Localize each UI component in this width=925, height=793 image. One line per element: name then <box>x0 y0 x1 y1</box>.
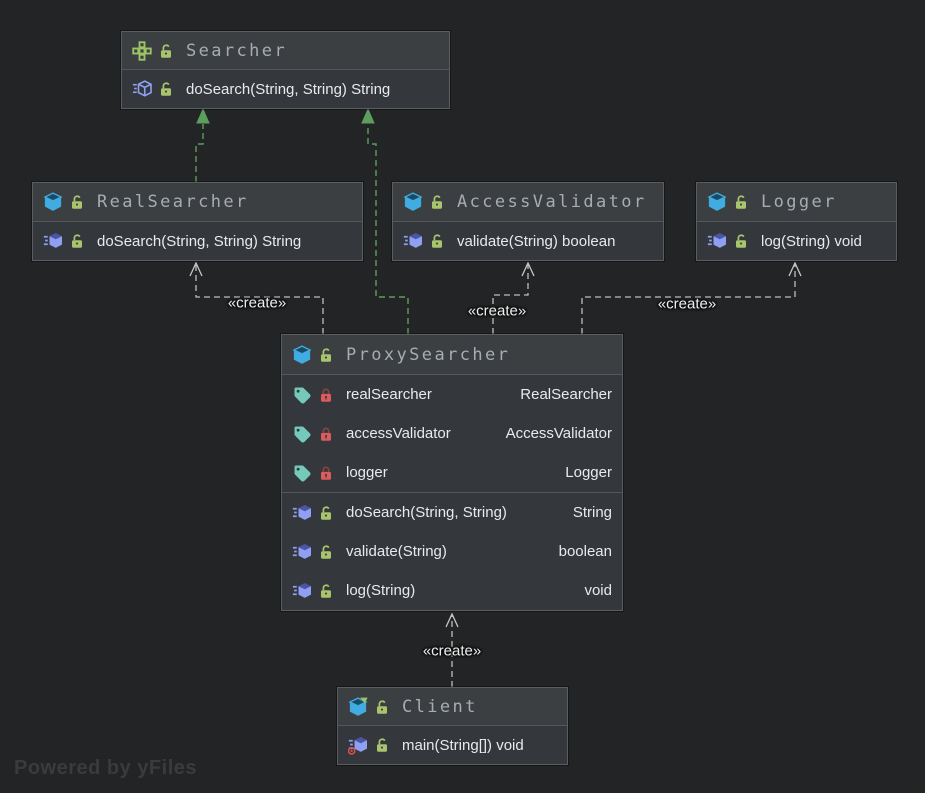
public-lock-icon <box>321 544 331 559</box>
field-type: Logger <box>565 464 612 481</box>
public-lock-icon <box>377 699 387 714</box>
edge-realization-realsearcher-to-searcher[interactable] <box>195 108 210 182</box>
method-row[interactable]: log(String) void <box>282 571 622 610</box>
public-lock-icon <box>321 583 331 598</box>
member-text: log(String) void <box>761 232 862 250</box>
class-icon <box>403 192 423 211</box>
field-icon <box>294 387 311 404</box>
yfiles-watermark: Powered by yFiles <box>14 757 198 779</box>
member-text: main(String[]) void <box>402 736 524 754</box>
member-row[interactable]: log(String) void <box>697 222 896 260</box>
public-lock-icon <box>161 43 171 58</box>
public-lock-icon <box>432 234 442 248</box>
node-access-validator-header[interactable]: AccessValidator <box>393 183 663 222</box>
runnable-class-icon <box>348 696 368 716</box>
method-icon <box>292 582 311 598</box>
edge-create-proxysearcher-to-realsearcher[interactable] <box>189 261 324 334</box>
node-proxy-searcher[interactable]: ProxySearcher realSearcher RealSearcher <box>281 334 623 611</box>
node-proxy-searcher-header[interactable]: ProxySearcher <box>282 335 622 375</box>
node-title: RealSearcher <box>97 192 249 212</box>
method-return-type: void <box>584 582 612 599</box>
node-client-header[interactable]: Client <box>338 688 567 726</box>
interface-method-icon <box>132 80 152 97</box>
member-row[interactable]: main(String[]) void <box>338 726 567 764</box>
node-access-validator[interactable]: AccessValidator validate(String) boolean <box>392 182 664 261</box>
node-logger[interactable]: Logger log(String) void <box>696 182 897 261</box>
field-icon <box>294 465 311 482</box>
node-real-searcher-header[interactable]: RealSearcher <box>33 183 362 222</box>
member-row[interactable]: validate(String) boolean <box>393 222 663 260</box>
class-icon <box>292 344 312 364</box>
method-return-type: boolean <box>558 543 612 560</box>
public-lock-icon <box>736 195 746 209</box>
member-text: doSearch(String, String) String <box>97 232 302 250</box>
field-row[interactable]: realSearcher RealSearcher <box>282 375 622 414</box>
edge-realization-proxysearcher-to-searcher[interactable] <box>361 108 409 334</box>
field-type: RealSearcher <box>520 386 612 403</box>
public-lock-icon <box>161 82 171 96</box>
field-name: accessValidator <box>346 425 451 442</box>
public-lock-icon <box>432 195 442 209</box>
node-real-searcher[interactable]: RealSearcher doSearch(String, String) St… <box>32 182 363 261</box>
method-icon <box>403 233 422 248</box>
member-row[interactable]: doSearch(String, String) String <box>33 222 362 260</box>
field-row[interactable]: accessValidator AccessValidator <box>282 414 622 453</box>
node-title: ProxySearcher <box>346 344 511 365</box>
method-icon <box>43 233 62 248</box>
field-name: realSearcher <box>346 386 432 403</box>
field-row[interactable]: logger Logger <box>282 453 622 492</box>
methods-section: doSearch(String, String) String <box>282 493 622 610</box>
edge-label-create-client: «create» <box>422 642 482 660</box>
edge-label-create-realsearcher: «create» <box>227 294 287 312</box>
private-lock-icon <box>321 466 331 480</box>
method-name: doSearch(String, String) <box>346 504 507 521</box>
node-client[interactable]: Client main(String[]) void <box>337 687 568 765</box>
public-lock-icon <box>736 234 746 248</box>
method-return-type: String <box>572 504 612 521</box>
field-icon <box>294 426 311 443</box>
private-lock-icon <box>321 427 331 441</box>
main-method-icon <box>348 737 367 755</box>
method-icon <box>292 504 311 520</box>
edge-create-proxysearcher-to-logger[interactable] <box>581 261 802 334</box>
private-lock-icon <box>321 388 331 402</box>
node-title: AccessValidator <box>457 192 647 212</box>
method-row[interactable]: doSearch(String, String) String <box>282 493 622 532</box>
public-lock-icon <box>377 738 387 752</box>
public-lock-icon <box>321 505 331 520</box>
method-icon <box>707 233 726 248</box>
node-searcher-header[interactable]: Searcher <box>122 32 449 70</box>
node-title: Client <box>402 696 478 717</box>
method-name: log(String) <box>346 582 416 599</box>
public-lock-icon <box>72 195 82 209</box>
edge-label-create-accessvalidator: «create» <box>467 302 527 320</box>
node-title: Logger <box>761 192 837 212</box>
method-icon <box>292 543 311 559</box>
method-row[interactable]: validate(String) boolean <box>282 532 622 571</box>
class-icon <box>43 192 63 211</box>
member-text: validate(String) boolean <box>457 232 616 250</box>
node-title: Searcher <box>186 40 288 61</box>
interface-icon <box>132 40 152 61</box>
class-icon <box>707 192 727 211</box>
method-name: validate(String) <box>346 543 447 560</box>
node-logger-header[interactable]: Logger <box>697 183 896 222</box>
public-lock-icon <box>72 234 82 248</box>
member-row[interactable]: doSearch(String, String) String <box>122 70 449 108</box>
member-text: doSearch(String, String) String <box>186 80 391 98</box>
field-name: logger <box>346 464 388 481</box>
field-type: AccessValidator <box>505 425 612 442</box>
edge-label-create-logger: «create» <box>657 295 717 313</box>
edge-create-client-to-proxysearcher[interactable] <box>445 612 459 687</box>
node-searcher[interactable]: Searcher doSearch(String, String) String <box>121 31 450 109</box>
edge-create-proxysearcher-to-accessvalidator[interactable] <box>492 261 535 334</box>
fields-section: realSearcher RealSearcher accessValidato… <box>282 375 622 493</box>
public-lock-icon <box>321 347 331 362</box>
